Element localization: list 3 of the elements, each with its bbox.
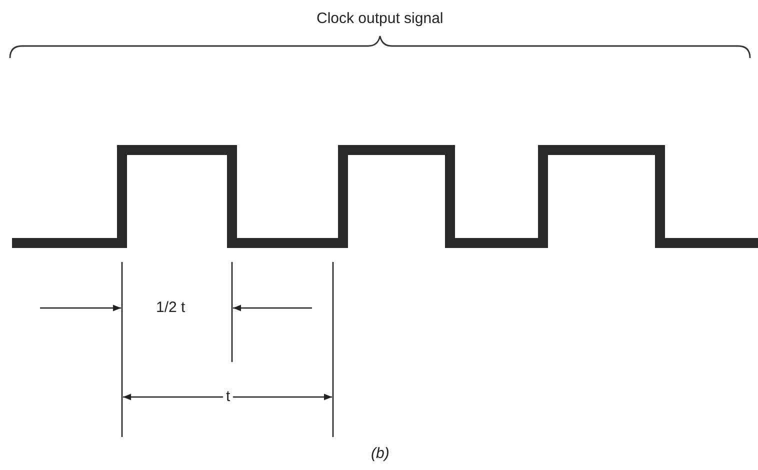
caption: (b) [371,445,390,463]
title: Clock output signal [316,10,444,28]
dimension-label: 1/2 t [156,299,186,317]
